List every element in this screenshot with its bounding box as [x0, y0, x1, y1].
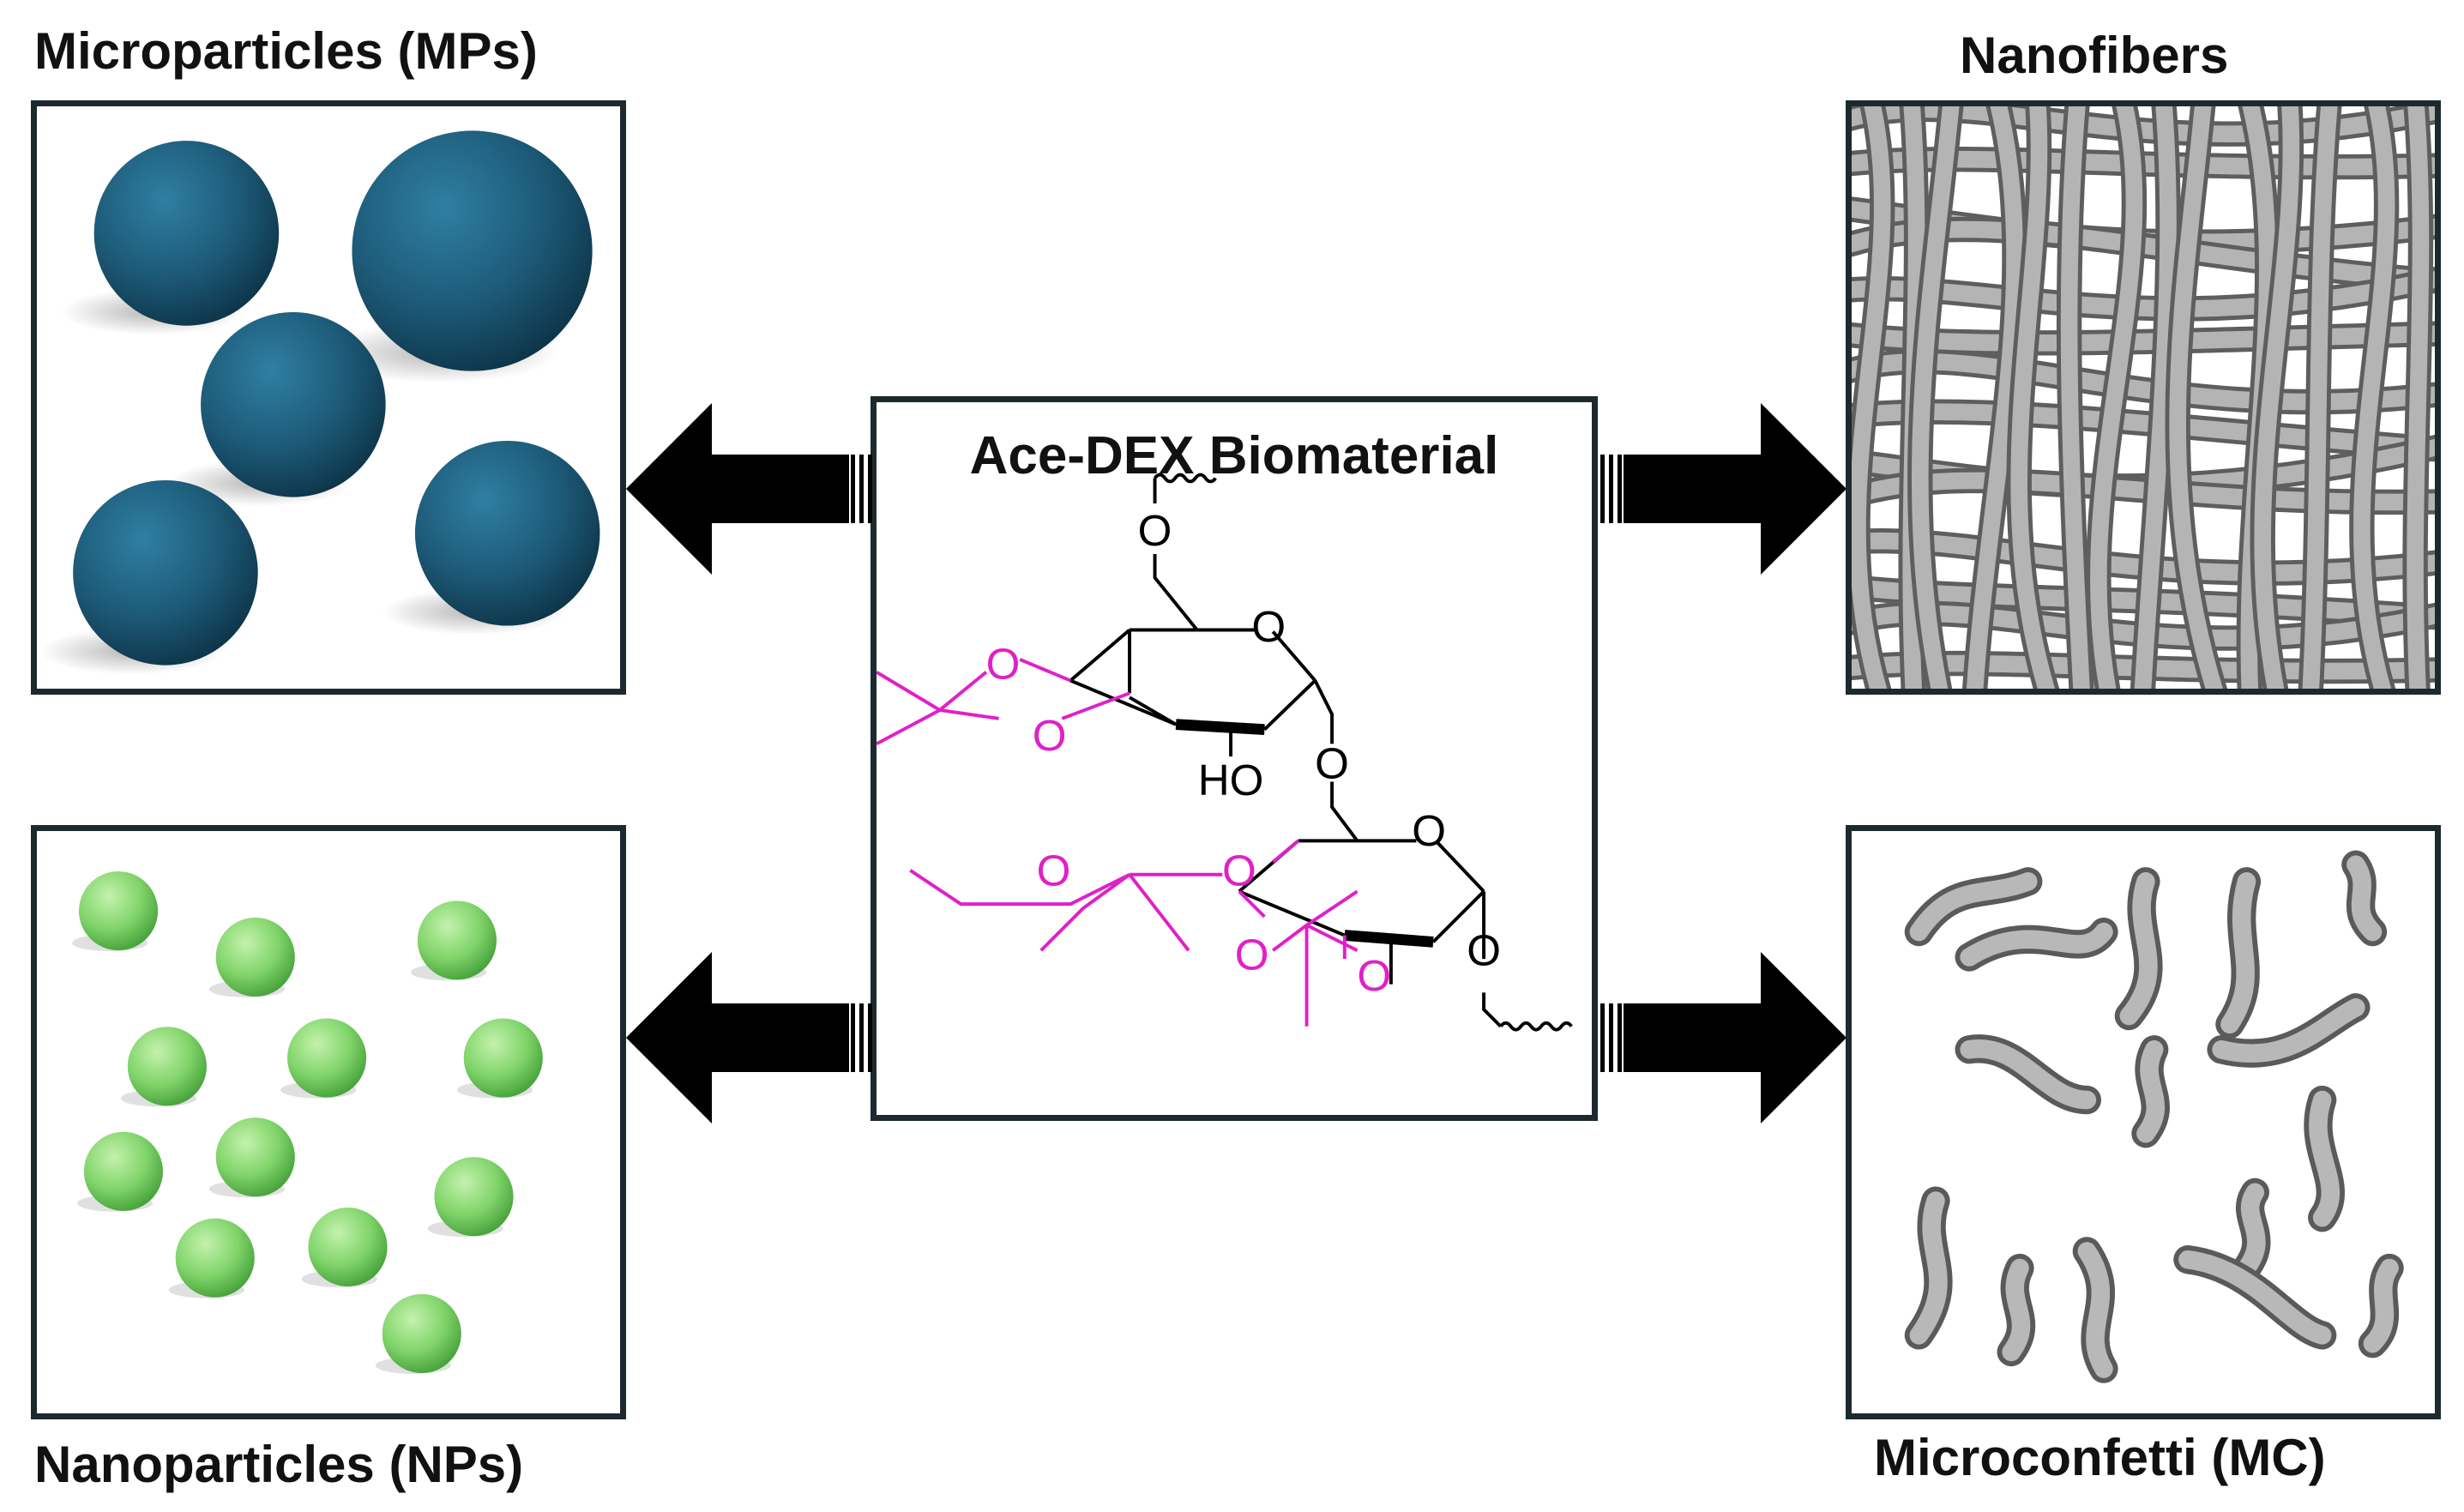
- nanofiber: [1852, 325, 2435, 352]
- microconfetti-piece: [2136, 1039, 2165, 1143]
- microparticles-panel: [31, 100, 626, 695]
- microparticles-illustration: [39, 130, 600, 675]
- microparticle: [352, 130, 593, 371]
- atom-hydroxyl: HO: [1198, 756, 1264, 804]
- nanofiber: [2169, 106, 2224, 689]
- label-microparticles: Microparticles (MPs): [34, 22, 538, 80]
- arrow-to-microconfetti: [1600, 952, 1846, 1123]
- atom-o-acetal5: O: [1235, 931, 1269, 979]
- nanoparticle: [215, 917, 295, 997]
- nanofibers-illustration: [1852, 106, 2435, 689]
- nanoparticle: [83, 1131, 163, 1211]
- nanofibers-panel: [1846, 100, 2441, 695]
- microconfetti-piece: [2212, 997, 2365, 1063]
- atom-o-bottom: O: [1467, 926, 1501, 975]
- nanoparticle: [175, 1218, 255, 1298]
- microconfetti-piece: [2363, 1258, 2399, 1353]
- microconfetti-piece: [1909, 1191, 1948, 1345]
- arrow-to-microparticles: [626, 403, 872, 575]
- microconfetti-piece: [1909, 872, 2038, 942]
- nanofiber: [2090, 106, 2143, 689]
- nanoparticle: [382, 1293, 461, 1373]
- nanofiber: [2407, 106, 2430, 689]
- atom-o-acetal6: O: [1357, 951, 1391, 1000]
- nanoparticle: [79, 871, 159, 951]
- microparticle: [414, 440, 600, 626]
- ace-dex-structure: O O O O O O O O O O O HO: [877, 473, 1573, 1032]
- nanofiber: [1852, 352, 2435, 411]
- microconfetti-illustration: [1904, 850, 2404, 1383]
- microconfetti-piece: [2237, 1183, 2266, 1278]
- microconfetti-panel: [1846, 825, 2441, 1419]
- microconfetti-piece: [2220, 872, 2256, 1034]
- arrow-to-nanofibers: [1600, 403, 1846, 575]
- microconfetti-piece: [2309, 1090, 2340, 1227]
- nanoparticle: [308, 1207, 388, 1287]
- microconfetti-piece: [1960, 1039, 2097, 1110]
- nanoparticle: [434, 1157, 514, 1237]
- nanofiber: [1966, 106, 2023, 689]
- microconfetti-piece: [2178, 1250, 2332, 1345]
- atom-o-ring2: O: [1412, 806, 1446, 855]
- nanofiber: [1852, 106, 1891, 689]
- nanofiber: [2353, 106, 2395, 689]
- nanoparticles-panel: [31, 825, 626, 1419]
- nanofiber: [2302, 106, 2338, 689]
- label-nanoparticles: Nanoparticles (NPs): [34, 1436, 524, 1493]
- microconfetti-piece: [2119, 872, 2158, 1026]
- label-microconfetti: Microconfetti (MC): [1874, 1429, 2326, 1486]
- atom-o-ring1: O: [1251, 602, 1286, 651]
- nanoparticle: [215, 1117, 295, 1197]
- nanoparticles-illustration: [72, 871, 543, 1374]
- nanofiber: [1911, 106, 1960, 689]
- atom-o-acetal3: O: [1222, 846, 1256, 895]
- microconfetti-piece: [2002, 1258, 2031, 1362]
- nanoparticle: [286, 1018, 367, 1098]
- atom-o-acetal4: O: [1037, 846, 1071, 895]
- nanoparticle: [417, 901, 497, 980]
- atom-o-acetal1: O: [1033, 711, 1067, 760]
- nanofiber: [2010, 106, 2056, 689]
- ace-dex-title: Ace-DEX Biomaterial: [969, 426, 1499, 485]
- nanoparticle: [127, 1027, 207, 1106]
- nanoparticle: [463, 1018, 543, 1098]
- nanofiber: [2254, 106, 2300, 689]
- label-nanofibers: Nanofibers: [1960, 27, 2229, 84]
- nanofiber: [2060, 106, 2090, 689]
- microparticle: [73, 480, 258, 666]
- atom-o-acetal2: O: [986, 639, 1021, 688]
- arrow-to-nanoparticles: [626, 952, 872, 1123]
- microconfetti-piece: [2347, 855, 2383, 942]
- ace-dex-panel: Ace-DEX Biomaterial: [871, 396, 1598, 1121]
- microparticle: [201, 312, 386, 497]
- nanofiber: [2134, 106, 2177, 689]
- atom-o-top: O: [1138, 506, 1172, 555]
- microparticle: [93, 141, 280, 326]
- microconfetti-piece: [2077, 1242, 2113, 1378]
- atom-o-glycosidic: O: [1315, 738, 1349, 787]
- microconfetti-piece: [1960, 922, 2113, 967]
